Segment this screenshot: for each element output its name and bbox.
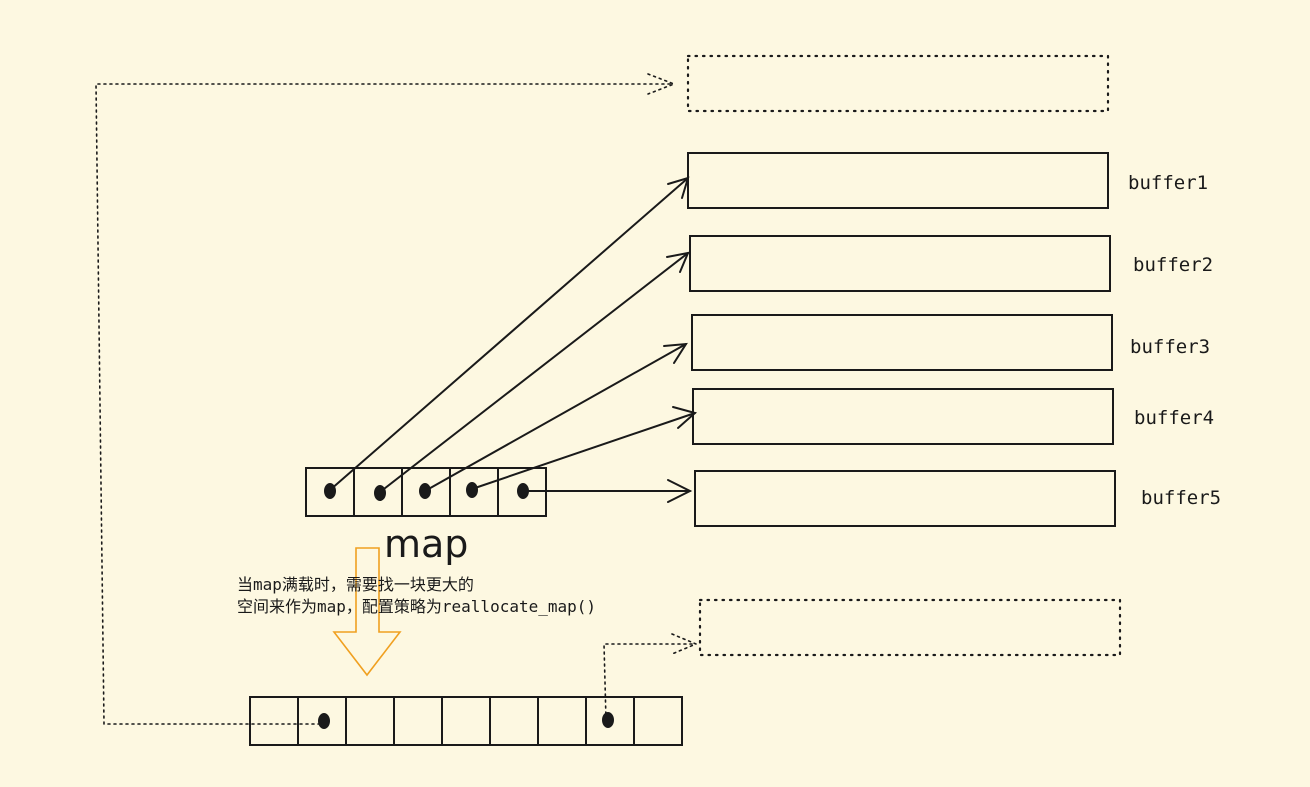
- new-map-cell: [441, 696, 491, 746]
- pointer-arrow-2: [379, 252, 689, 493]
- pointer-arrow-3: [424, 343, 687, 492]
- new-buffer-bottom-box: [698, 598, 1122, 657]
- pointer-arrowhead-1: [667, 176, 690, 199]
- realloc-note-line1: 当map满载时，需要找一块更大的: [237, 575, 474, 594]
- new-buffer-top-box: [686, 54, 1110, 113]
- pointer-arrowhead-5: [667, 479, 693, 503]
- buffer5-label: buffer5: [1141, 487, 1222, 509]
- map-pointer-dot: [466, 482, 478, 498]
- map-label: map: [384, 522, 469, 566]
- pointer-arrow-4: [471, 412, 696, 490]
- map-pointer-dot: [419, 483, 431, 499]
- new-map-cell: [393, 696, 443, 746]
- new-map-array: [249, 696, 683, 746]
- realloc-note: 当map满载时，需要找一块更大的 空间来作为map，配置策略为reallocat…: [237, 574, 596, 618]
- pointer-arrowhead-4: [672, 406, 698, 429]
- relocation-arrowhead-right: [671, 633, 699, 655]
- map-pointer-dot: [374, 485, 386, 501]
- relocation-path-right: [603, 643, 695, 721]
- buffer4-box: [692, 388, 1114, 445]
- buffer3-label: buffer3: [1130, 336, 1211, 358]
- buffer3-box: [691, 314, 1113, 371]
- map-array: [305, 467, 547, 517]
- buffer2-box: [689, 235, 1111, 292]
- map-pointer-dot: [324, 483, 336, 499]
- new-map-pointer-dot: [602, 712, 614, 728]
- pointer-arrowhead-2: [666, 251, 690, 273]
- buffer5-box: [694, 470, 1116, 527]
- new-map-cell: [537, 696, 587, 746]
- pointer-arrow-1: [329, 177, 689, 491]
- buffer2-label: buffer2: [1133, 254, 1214, 276]
- realloc-note-line2: 空间来作为map，配置策略为reallocate_map(): [237, 597, 597, 616]
- new-map-cell: [249, 696, 299, 746]
- pointer-arrowhead-3: [663, 342, 688, 364]
- relocation-path-left: [95, 83, 673, 725]
- buffer4-label: buffer4: [1134, 407, 1215, 429]
- new-map-cell: [345, 696, 395, 746]
- map-cell: [497, 467, 547, 517]
- buffer1-label: buffer1: [1128, 172, 1209, 194]
- realloc-down-arrow: [332, 547, 402, 677]
- new-map-cell: [633, 696, 683, 746]
- new-map-pointer-dot: [318, 713, 330, 729]
- buffer1-box: [687, 152, 1109, 209]
- new-map-cell: [489, 696, 539, 746]
- map-pointer-dot: [517, 483, 529, 499]
